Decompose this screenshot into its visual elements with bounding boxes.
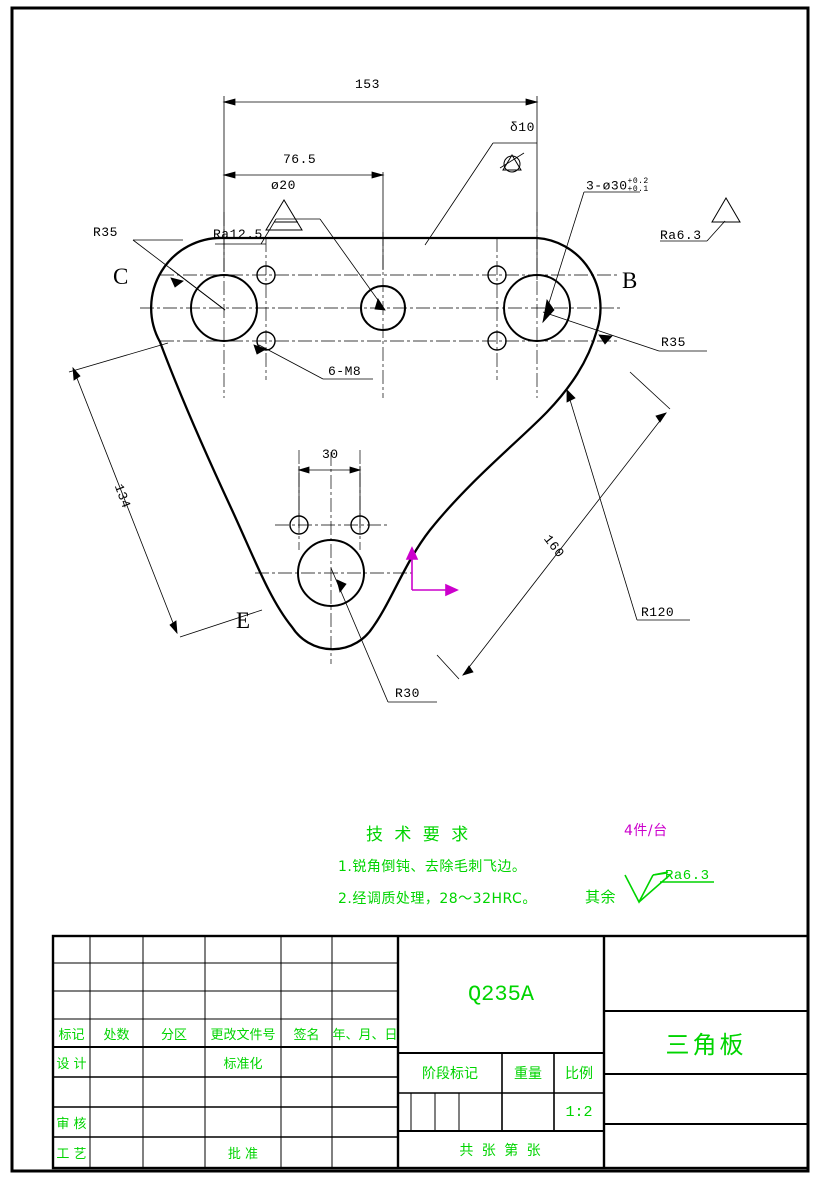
hole-mid: [360, 285, 406, 331]
dim-R30: R30: [395, 686, 420, 701]
dim-R120: R120: [641, 605, 675, 620]
center-lines: [140, 212, 620, 664]
datum-C: C: [113, 264, 129, 289]
rev-header-2: 分区: [160, 1027, 187, 1043]
material-value: Q235A: [467, 982, 534, 1007]
scale-value: 1:2: [565, 1103, 593, 1121]
rev-header-4: 签名: [293, 1027, 320, 1043]
dim-30: 30: [322, 447, 339, 462]
datum-E: E: [236, 608, 251, 633]
scale-label: 比例: [565, 1066, 593, 1082]
tolerance-lower: +0.1: [627, 185, 649, 194]
datum-B: B: [622, 268, 638, 293]
notes-heading: 技 术 要 求: [366, 825, 472, 845]
title-block-grid: [51, 934, 810, 1170]
hole-B: [503, 274, 571, 342]
dim-delta10: δ10: [510, 120, 535, 135]
dim-R35-right: R35: [661, 335, 686, 350]
dim-R35-left: R35: [93, 225, 118, 240]
dimension-lines: [68, 96, 671, 680]
hole-E: [297, 539, 365, 607]
dim-Ra12-5: Ra12.5: [213, 227, 263, 242]
tolerance-upper: +0.2: [627, 177, 649, 186]
role-review: 审 核: [56, 1116, 87, 1132]
role-process: 工 艺: [56, 1147, 87, 1162]
dim-153: 153: [355, 77, 380, 92]
surface-finish-symbols: [265, 154, 741, 231]
role-standardize: 标准化: [223, 1056, 263, 1072]
weight-label: 重量: [514, 1066, 542, 1082]
dim-76-5: 76.5: [283, 152, 317, 167]
small-threaded-holes: [256, 265, 507, 535]
stage-label: 阶段标记: [422, 1066, 478, 1082]
other-roughness-symbol: [624, 871, 714, 904]
part-name: 三角板: [665, 1031, 747, 1059]
sheet-count-label: 共 张 第 张: [459, 1142, 543, 1159]
hole-callout-value: 3-ø30: [586, 178, 628, 194]
leader-lines: [132, 142, 726, 703]
large-holes: [190, 274, 571, 607]
rev-header-1: 处数: [103, 1027, 130, 1043]
part-outline: [150, 236, 602, 651]
hole-callout: 3-ø30+0.2+0.1: [586, 178, 649, 194]
dim-Ra6-3: Ra6.3: [660, 228, 702, 243]
dim-dia20: ø20: [271, 178, 296, 193]
dim-6-M8: 6-M8: [328, 364, 362, 379]
hole-callout-tolerance: +0.2+0.1: [628, 178, 649, 194]
role-design: 设 计: [56, 1056, 87, 1072]
origin-axis-marker: [405, 546, 459, 597]
note-item-1: 1.锐角倒钝、去除毛刺飞边。: [338, 859, 527, 875]
rev-header-0: 标记: [58, 1027, 85, 1043]
role-approve: 批 准: [227, 1147, 259, 1162]
rev-header-3: 更改文件号: [210, 1027, 276, 1043]
hole-C: [190, 274, 258, 342]
quantity-note: 4件/台: [624, 823, 668, 839]
note-item-2: 2.经调质处理，28～32HRC。: [338, 891, 537, 907]
sheet-border: [10, 6, 810, 1173]
other-label: 其余: [585, 888, 617, 906]
rev-header-5: 年、月、日: [332, 1027, 398, 1043]
other-roughness-value: Ra6.3: [665, 868, 710, 884]
